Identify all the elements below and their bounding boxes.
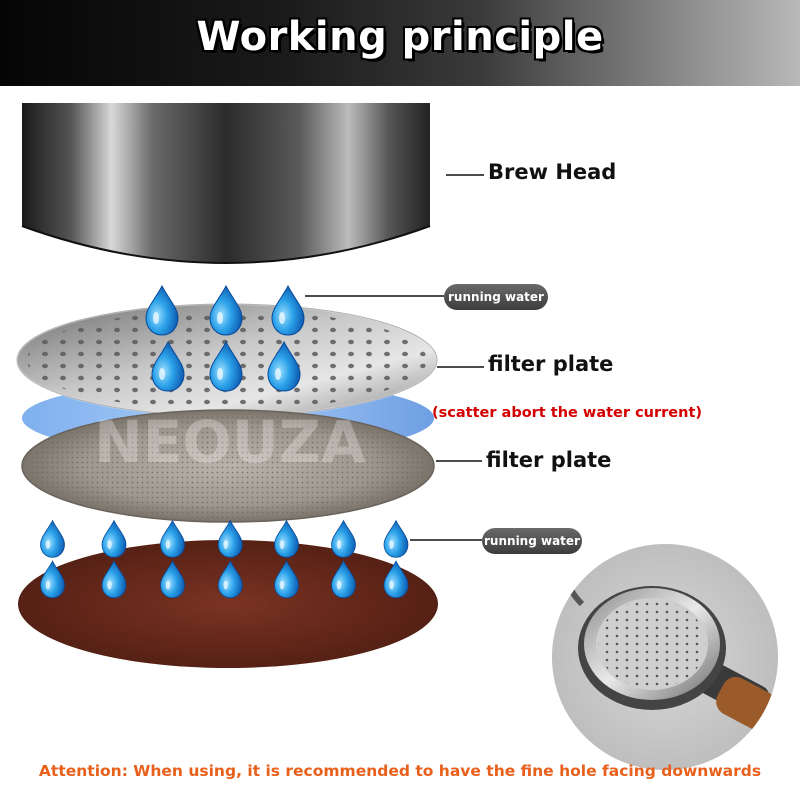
water-drop-icon bbox=[272, 286, 304, 335]
coffee-puck bbox=[18, 540, 438, 668]
attention-note: Attention: When using, it is recommended… bbox=[0, 762, 800, 780]
scatter-note: (scatter abort the water current) bbox=[432, 405, 702, 421]
running-water-pill-top: running water bbox=[444, 284, 548, 310]
water-drop-icon bbox=[146, 286, 178, 335]
water-drop-icon bbox=[210, 286, 242, 335]
portafilter-photo bbox=[552, 544, 778, 770]
filter-plate-mesh-label: filter plate bbox=[486, 448, 611, 472]
brew-head bbox=[22, 103, 430, 263]
running-water-pill-bottom: running water bbox=[482, 528, 582, 554]
brew-head-label: Brew Head bbox=[488, 160, 616, 184]
filter-plate-label: filter plate bbox=[488, 352, 613, 376]
watermark: NEOUZA bbox=[94, 408, 366, 476]
